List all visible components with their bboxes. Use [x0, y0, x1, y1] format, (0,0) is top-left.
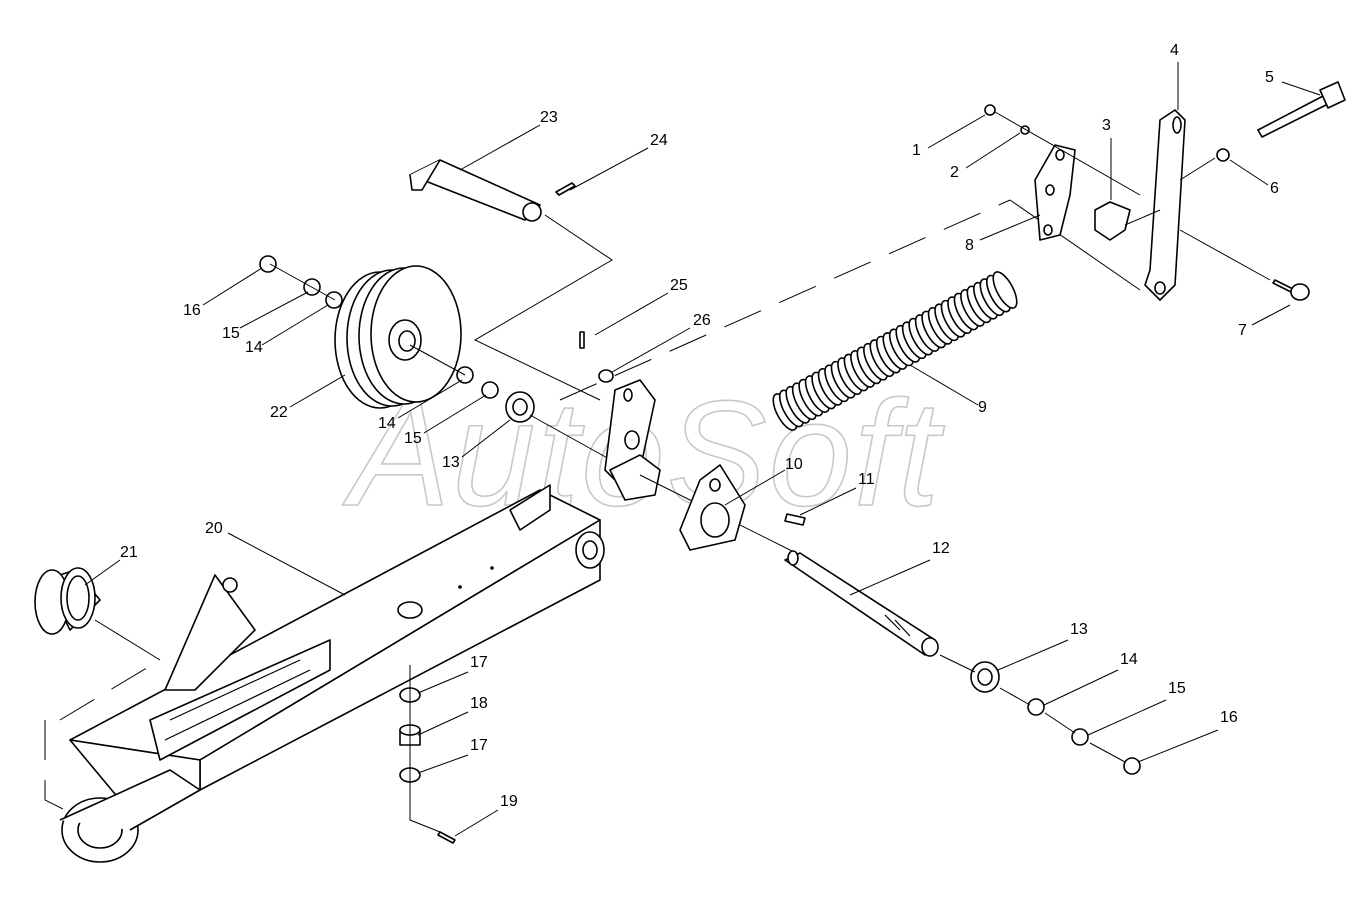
- callout-leader-c6: [1229, 159, 1269, 186]
- callout-c14a: 14: [245, 339, 263, 356]
- callout-leader-c17a: [417, 671, 469, 694]
- washer-15-right: [1071, 728, 1089, 746]
- callout-c17a: 17: [470, 654, 488, 671]
- callout-c17b: 17: [470, 737, 488, 754]
- callout-c3: 3: [1102, 117, 1111, 134]
- pin-part-23: [409, 159, 542, 222]
- callout-c24: 24: [650, 132, 668, 149]
- callout-c15a: 15: [222, 325, 240, 342]
- callout-c8: 8: [965, 237, 974, 254]
- callout-leader-c23: [459, 124, 541, 171]
- flange-part: [679, 464, 746, 551]
- callout-c25: 25: [670, 277, 688, 294]
- callout-leader-c25: [594, 292, 669, 336]
- spring-axis-line: [559, 199, 1011, 401]
- bolt-part-5: [1257, 81, 1346, 138]
- callout-leader-c15c: [1087, 699, 1167, 736]
- callout-leader-c21: [84, 559, 121, 586]
- callout-c9: 9: [978, 399, 987, 416]
- callout-leader-c2: [965, 132, 1021, 169]
- callout-leader-c26: [611, 327, 691, 373]
- callout-leader-c20: [227, 532, 346, 596]
- callout-leader-c10: [724, 469, 786, 506]
- callout-c23: 23: [540, 109, 558, 126]
- callout-c11: 11: [858, 471, 875, 488]
- callout-labels: 1234567891011121313141414151515161617171…: [84, 42, 1321, 837]
- callout-c14b: 14: [378, 415, 396, 432]
- callout-c13a: 13: [1070, 621, 1088, 638]
- callout-leader-c14b: [397, 379, 463, 419]
- callout-c19: 19: [500, 793, 518, 810]
- clip-part-1: [984, 104, 996, 116]
- callout-leader-c17b: [417, 754, 469, 774]
- callout-c7: 7: [1238, 322, 1247, 339]
- callout-c22: 22: [270, 404, 288, 421]
- callout-leader-c24: [569, 147, 649, 191]
- callout-leader-c12: [849, 559, 931, 596]
- arm-part-10: [604, 379, 661, 501]
- callout-leader-c9: [909, 364, 979, 406]
- callout-c16b: 16: [1220, 709, 1238, 726]
- callout-c20: 20: [205, 520, 223, 537]
- callout-leader-c22: [289, 374, 346, 408]
- bracket-axis-line: [1009, 199, 1141, 291]
- block-part-3: [1094, 201, 1131, 241]
- callout-c12: 12: [932, 540, 950, 557]
- callout-c26: 26: [693, 312, 711, 329]
- callout-leader-c14a: [261, 304, 329, 346]
- callout-leader-c18: [417, 711, 469, 736]
- shaft-part-12: [784, 550, 939, 657]
- callout-leader-c19: [454, 809, 499, 837]
- pin-part-25: [579, 331, 585, 349]
- bracket-part-8: [1034, 144, 1076, 241]
- callout-c14c: 14: [1120, 651, 1138, 668]
- callout-leader-c13b: [461, 419, 511, 458]
- roll-pin-24: [555, 182, 576, 196]
- callout-leader-c1: [927, 114, 986, 149]
- callout-c15c: 15: [1168, 680, 1186, 697]
- callout-leader-c16b: [1137, 729, 1219, 763]
- spring-coil: [992, 271, 1018, 309]
- lever-part-4: [1144, 109, 1186, 301]
- callout-c13b: 13: [442, 454, 460, 471]
- pin-part-19: [437, 831, 456, 844]
- pulley-part-22: [334, 265, 462, 409]
- callout-leader-c7: [1251, 304, 1291, 326]
- callout-c10: 10: [785, 456, 803, 473]
- callout-c6: 6: [1270, 180, 1279, 197]
- callout-c21: 21: [120, 544, 138, 561]
- callout-leader-c11: [799, 487, 857, 516]
- callout-c15b: 15: [404, 430, 422, 447]
- washer-16-right: [1123, 757, 1141, 775]
- spring-part-9: [772, 271, 1018, 431]
- callout-leader-c16a: [202, 267, 263, 306]
- callout-c16a: 16: [183, 302, 201, 319]
- washer-part-26: [598, 369, 614, 383]
- bushing-part-21: [34, 567, 161, 661]
- callout-c18: 18: [470, 695, 488, 712]
- washer-14-right: [1027, 698, 1045, 716]
- washer-16-left: [259, 255, 277, 273]
- callout-c2: 2: [950, 164, 959, 181]
- main-arm-part: [59, 484, 605, 863]
- washer-part-6: [1216, 148, 1230, 162]
- callout-leader-c14c: [1043, 669, 1119, 706]
- callout-leader-c13a: [997, 639, 1069, 671]
- washer-15-mid: [481, 381, 499, 399]
- key-part-11: [784, 513, 806, 526]
- callout-c1: 1: [912, 142, 921, 159]
- callout-leader-c8: [979, 214, 1041, 241]
- callout-c5: 5: [1265, 69, 1274, 86]
- callout-leader-c15b: [423, 394, 487, 434]
- callout-c4: 4: [1170, 42, 1179, 59]
- callout-leader-c5: [1281, 81, 1321, 96]
- callout-leader-c15a: [239, 291, 309, 329]
